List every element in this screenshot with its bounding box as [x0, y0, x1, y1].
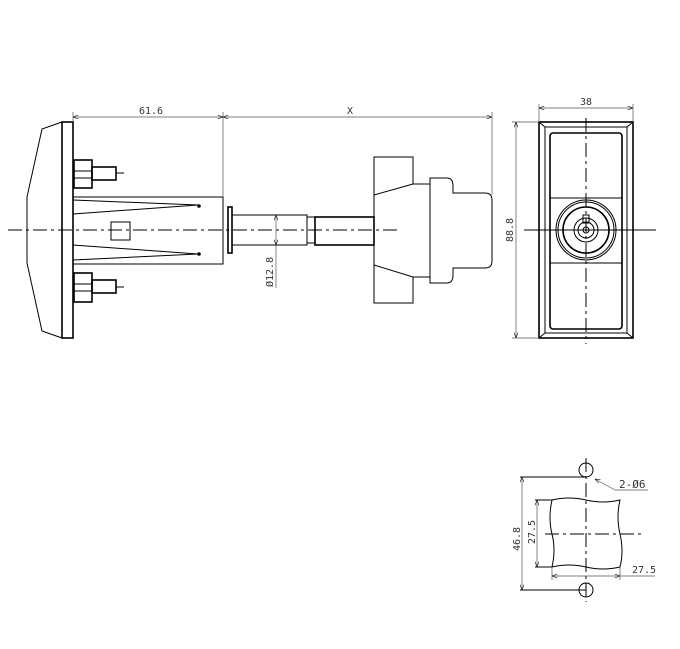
threaded-shaft	[314, 216, 375, 246]
terminal-nut-top	[73, 159, 124, 189]
dim-height: 88.8	[505, 218, 516, 242]
dim-shaft-diameter: Ø12.8	[264, 257, 276, 287]
dim-hole-spacing: 46.8	[512, 527, 523, 551]
terminal-nut-bottom	[73, 272, 124, 303]
front-view: 38 88.8	[505, 97, 656, 344]
dim-handle-length: X	[347, 106, 353, 117]
side-view: 61.6 X Ø12.8	[8, 106, 493, 339]
dim-width: 38	[580, 97, 592, 108]
dim-cutout-width: 27.5	[632, 565, 656, 576]
panel-cutout: 46.8 27.5 27.5 2-Ø6	[512, 458, 656, 602]
dim-body-length: 61.6	[139, 106, 163, 117]
dim-hole-callout: 2-Ø6	[619, 478, 646, 491]
switch-body	[72, 196, 224, 265]
dim-cutout-height: 27.5	[527, 520, 538, 544]
handle	[373, 156, 493, 304]
